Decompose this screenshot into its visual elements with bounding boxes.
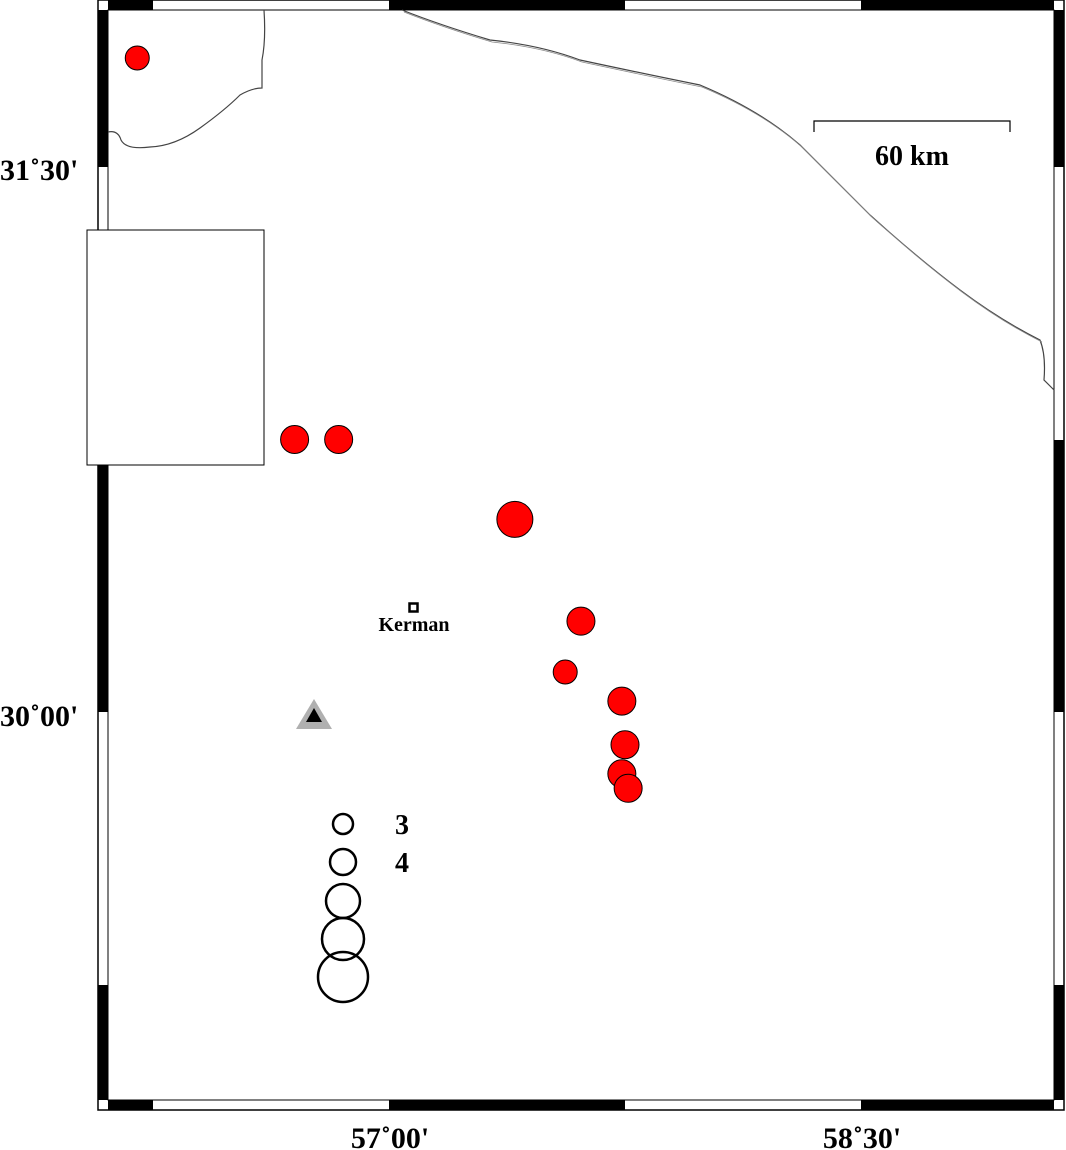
earthquake-event	[496, 500, 534, 538]
legend-label: 4	[395, 848, 409, 879]
inset-box	[86, 229, 265, 466]
map-frame	[97, 0, 1065, 1111]
city-kerman: Kerman	[378, 602, 450, 636]
event-layer	[124, 45, 643, 803]
legend-circle-mag-4	[328, 847, 358, 877]
earthquake-event	[613, 773, 643, 803]
legend-circle-mag-6	[320, 916, 366, 962]
scale-bar: 60 km	[813, 120, 1011, 172]
lat-label-30-00: 30˚00'	[0, 700, 78, 733]
province-boundary-nw	[107, 9, 266, 149]
earthquake-event	[566, 606, 596, 636]
earthquake-event	[124, 45, 150, 71]
station-triangle-icon	[296, 699, 332, 729]
earthquake-event	[552, 659, 578, 685]
magnitude-legend: 34	[316, 810, 409, 1004]
earthquake-event	[280, 425, 310, 454]
city-label: Kerman	[378, 614, 449, 636]
earthquake-event	[607, 686, 637, 716]
earthquake-event	[324, 425, 354, 454]
legend-label: 3	[395, 810, 409, 841]
scale-bar-label: 60 km	[875, 141, 949, 172]
legend-circle-mag-3	[331, 812, 355, 836]
legend-circle-mag-7	[316, 950, 370, 1004]
earthquake-event	[610, 730, 640, 760]
lat-label-31-30: 31˚30'	[0, 154, 78, 187]
lon-label-57-00: 57˚00'	[351, 1122, 429, 1150]
lon-label-58-30: 58˚30'	[823, 1122, 901, 1150]
